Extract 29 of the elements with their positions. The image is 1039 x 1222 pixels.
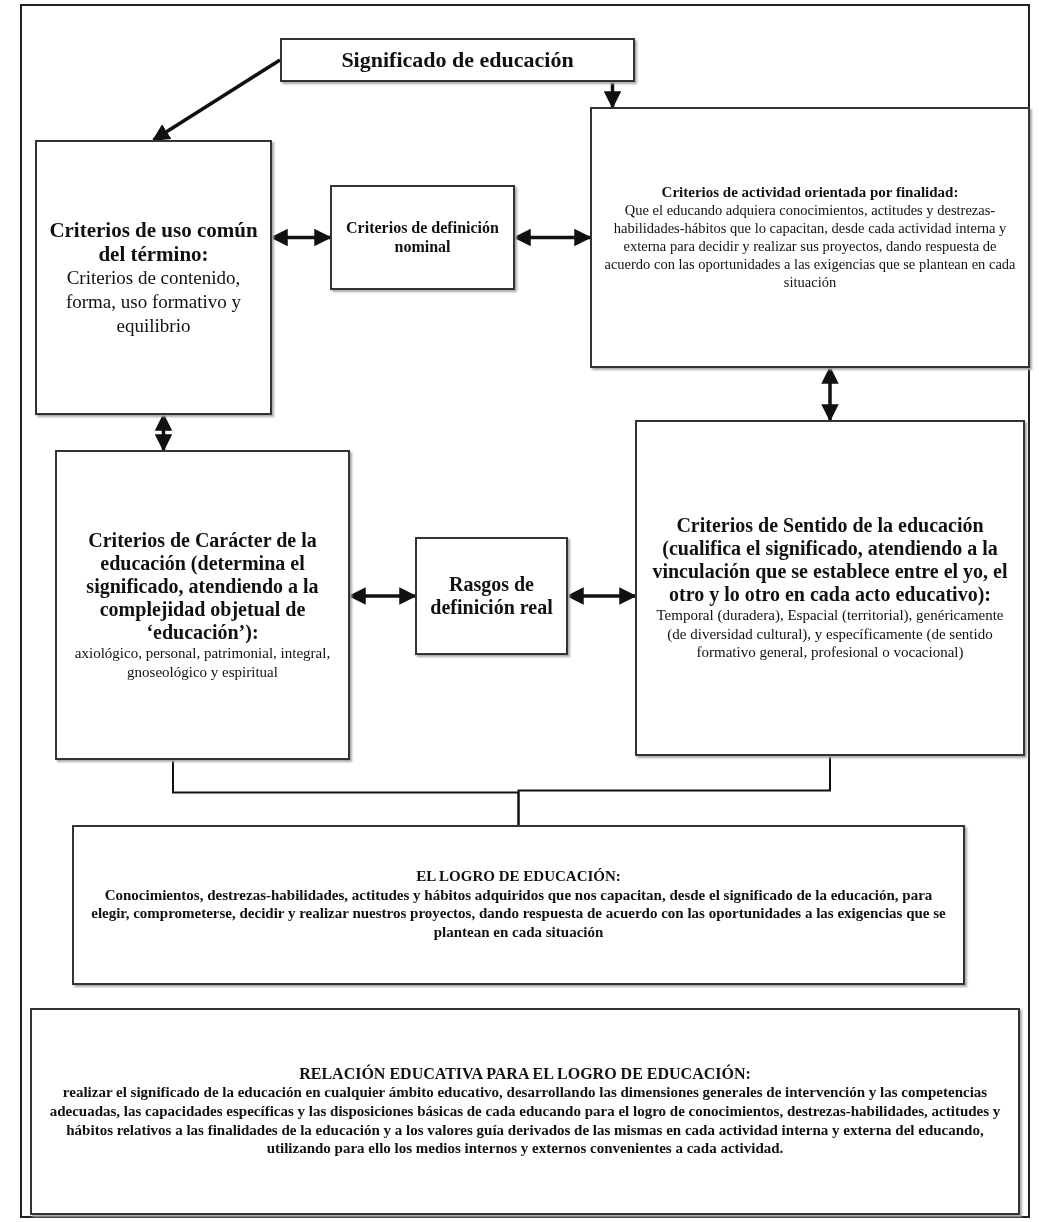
- box-text: Criterios de contenido, forma, uso formativo y equilibrio: [64, 266, 243, 338]
- box-heading: Criterios de Sentido de la educación (cualifica el significado, atendiendo a la vinculación que se establece entre el yo, el otro y lo otro en cada acto educativo):: [651, 513, 1009, 606]
- concept-box: [330, 185, 515, 290]
- arrow: [152, 58, 281, 142]
- arrow: [603, 82, 622, 109]
- box-heading: Significado de educación: [341, 47, 574, 73]
- box-heading: RELACIÓN EDUCATIVA PARA EL LOGRO DE EDUCACIÓN:: [299, 1064, 751, 1084]
- box-heading: Criterios de actividad orientada por finalidad:: [661, 183, 959, 201]
- concept-box: [55, 450, 350, 760]
- concept-box: [415, 537, 568, 655]
- concept-box: [35, 140, 272, 415]
- box-text: Conocimientos, destrezas-habilidades, actitudes y hábitos adquiridos que nos capacitan, desde el significado de la educación, para elegir, comprometerse, decidir y realizar nuestros proyectos, dando respuesta de acuerdo con las oportunidades a las exigencias que se plantean en cada situación: [90, 885, 947, 942]
- arrow: [154, 413, 173, 452]
- box-heading: Criterios de Carácter de la educación (determina el significado, atendiendo a la complejidad objetual de ‘educación’):: [85, 528, 320, 644]
- connector-line: [517, 755, 831, 826]
- concept-box: [72, 825, 965, 985]
- box-heading: Rasgos de definición real: [429, 573, 554, 619]
- arrow: [821, 366, 839, 422]
- box-text: Temporal (duradera), Espacial (territorial), genéricamente (de diversidad cultural), y específicamente (de sentido formativo general, profesional o vocacional): [655, 606, 1005, 663]
- concept-box: [635, 420, 1025, 756]
- concept-box: [280, 38, 635, 82]
- box-heading: Criterios de definición nominal: [345, 219, 500, 256]
- box-heading: Criterios de uso común del término:: [48, 217, 259, 266]
- box-text: realizar el significado de la educación en cualquier ámbito educativo, desarrollando las dimensiones generales de intervención y las competencias adecuadas, las capacidades específicas y las disposiciones básicas de cada educando para el logro de conocimientos, destrezas-habilidades, actitudes y hábitos relativos a las finalidades de la educación y a los valores guía derivados de las mismas en cada actividad interna y externa del educando, utilizando para ello los medios internos y externos convenientes a cada actividad.: [48, 1083, 1002, 1159]
- concept-box: [30, 1008, 1020, 1215]
- box-heading: EL LOGRO DE EDUCACIÓN:: [416, 868, 621, 886]
- concept-box: [590, 107, 1030, 368]
- box-text: Que el educando adquiera conocimientos, actitudes y destrezas-habilidades-hábitos que lo capacitan, desde cada actividad interna y externa para decidir y realizar sus proyectos, dando respuesta de acuerdo con las oportunidades a las exigencias que se plantean en cada situación: [603, 200, 1017, 292]
- box-text: axiológico, personal, patrimonial, integral, gnoseológico y espiritual: [73, 644, 332, 682]
